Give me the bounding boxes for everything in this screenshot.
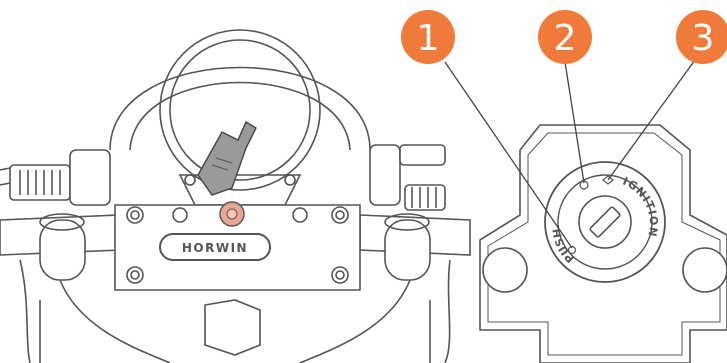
right-switchgear xyxy=(370,145,445,210)
left-ignition-switch xyxy=(220,202,244,226)
callout-3: 3 xyxy=(676,10,727,64)
mount-hole-left xyxy=(483,248,527,292)
callout-1: 1 xyxy=(401,10,455,64)
key-icon xyxy=(198,122,256,195)
handlebar-illustration xyxy=(0,30,470,363)
mount-hole-right xyxy=(683,248,727,292)
fork-tube-left xyxy=(40,220,85,280)
callout-1-number: 1 xyxy=(417,18,440,59)
callout-2-number: 2 xyxy=(554,18,577,59)
bottom-nut xyxy=(205,300,260,355)
callout-3-number: 3 xyxy=(692,18,715,59)
left-switchgear xyxy=(0,150,110,205)
brand-plate-label: HORWIN xyxy=(182,241,248,255)
ignition-switch-detail: PUSH IGNITION xyxy=(545,162,665,282)
fork-tube-right xyxy=(385,220,430,280)
callout-2: 2 xyxy=(538,10,592,64)
